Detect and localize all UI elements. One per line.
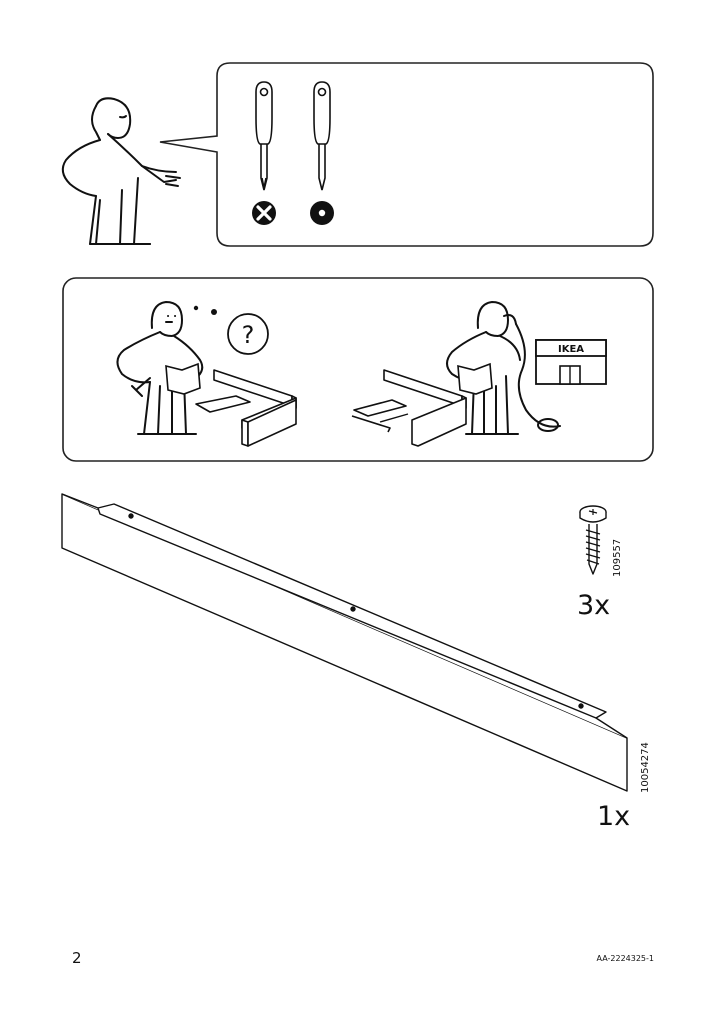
- panel-parts-left: [195, 369, 297, 447]
- question-bubble: [227, 313, 269, 355]
- ikea-store-icon: IKEA: [535, 339, 607, 385]
- help-illustration: ? IKEA: [62, 277, 654, 462]
- panel-parts-right: [351, 369, 467, 447]
- rail-part-number: 10054274: [640, 742, 651, 793]
- screw-quantity: 3x: [577, 590, 611, 621]
- flat-screwdriver-icon: [313, 81, 331, 191]
- help-panel: ? IKEA: [0, 270, 714, 470]
- parts-area: [0, 480, 714, 860]
- page-number: 2: [72, 949, 82, 967]
- tools-illustration: [61, 62, 654, 247]
- screw-part-drawing: [579, 505, 607, 575]
- phillips-screwdriver-icon: [255, 81, 273, 191]
- assembly-man-figure: [61, 97, 181, 245]
- document-code: AA-2224325-1: [596, 954, 654, 963]
- cross-circle-icon: [252, 201, 276, 225]
- rail-part-drawing: [61, 493, 628, 792]
- dot-circle-icon: [310, 201, 334, 225]
- phone-man-figure: [446, 301, 561, 435]
- tools-panel: [0, 0, 714, 260]
- parts-illustration: [61, 493, 628, 792]
- question-mark: ?: [242, 321, 255, 349]
- screw-part-number: 109557: [612, 538, 623, 577]
- ikea-sign-text: IKEA: [558, 344, 584, 355]
- instruction-booklet-icon: [165, 362, 201, 395]
- rail-quantity: 1x: [597, 801, 631, 832]
- instruction-booklet-icon-2: [457, 362, 493, 395]
